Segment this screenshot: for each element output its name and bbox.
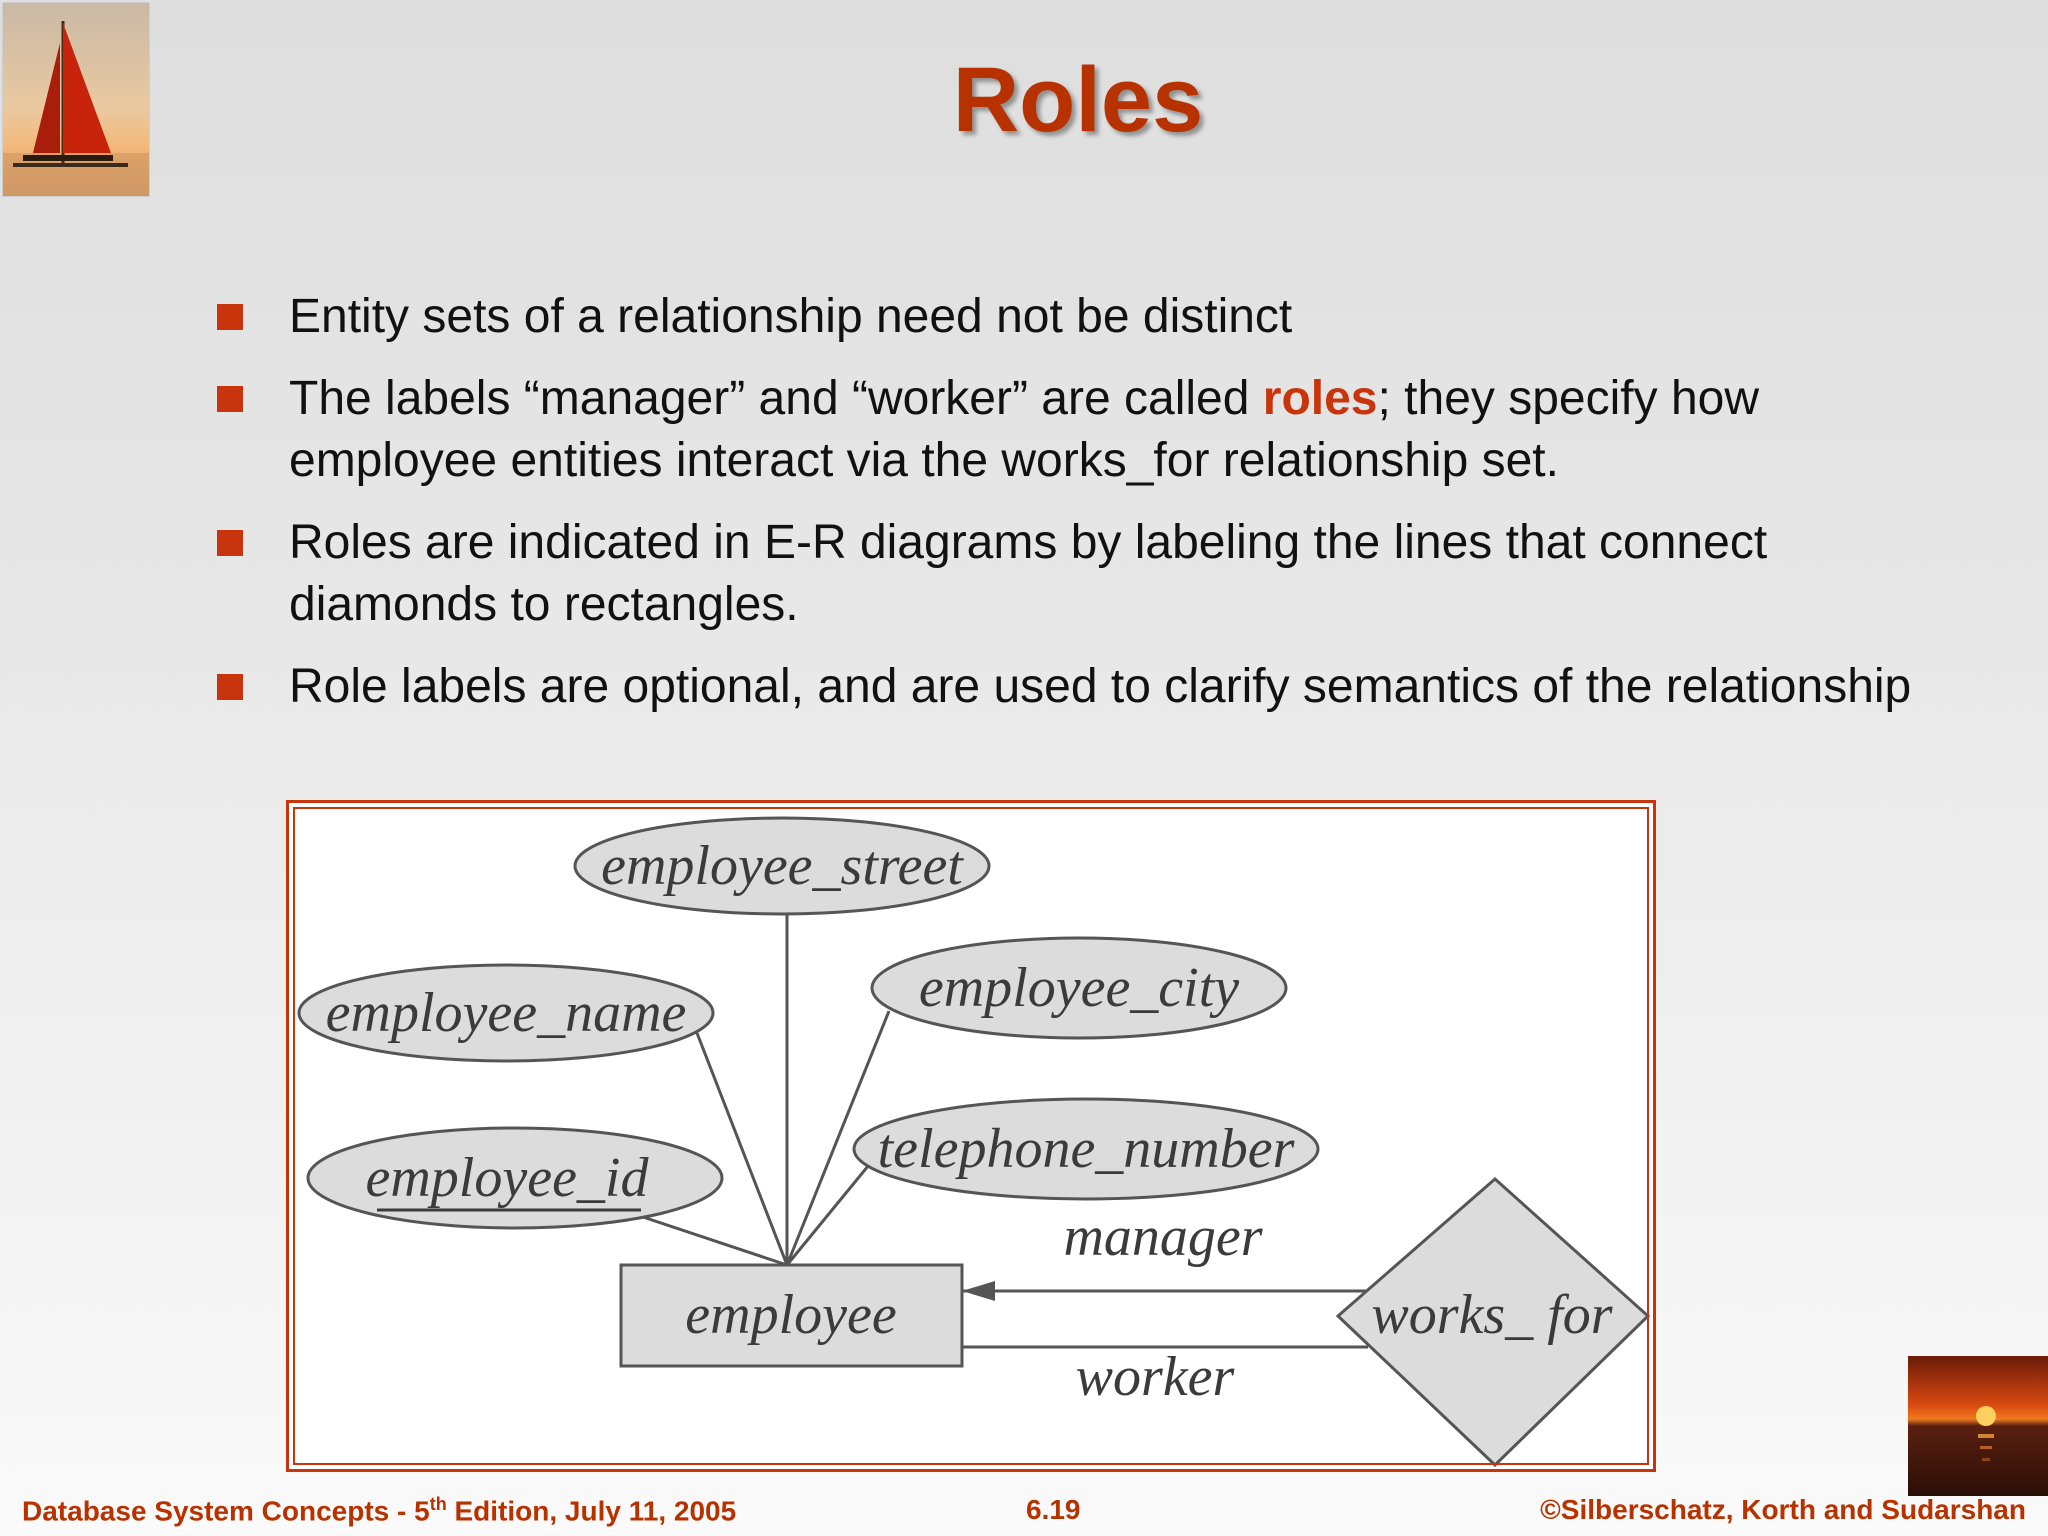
entity-employee: employee	[685, 1284, 896, 1346]
attribute-ellipse	[297, 963, 715, 1063]
er-diagram-figure: employee_street employee_name employee_c…	[286, 800, 1656, 1472]
footer-copyright: ©Silberschatz, Korth and Sudarshan	[1540, 1494, 2026, 1525]
bullet-item: Role labels are optional, and are used t…	[214, 656, 1914, 718]
connector-line	[785, 1010, 891, 1266]
bullet-text: ; they specify how employee entities int…	[289, 372, 1760, 487]
bullet-text: Role labels are optional, and are used t…	[289, 660, 1912, 713]
bullet-text: The labels “manager” and “worker” are ca…	[289, 372, 1263, 425]
connector-line	[636, 1213, 788, 1267]
entity-rectangle	[619, 1263, 964, 1368]
attr-employee-name: employee_name	[326, 982, 687, 1044]
bullet-list: Entity sets of a relationship need not b…	[214, 286, 1914, 738]
connector-line	[695, 1032, 789, 1266]
footer-course-title: Database System Concepts - 5th Edition, …	[22, 1494, 737, 1527]
bullet-text: Roles are indicated in E-R diagrams by l…	[289, 516, 1768, 631]
bullet-item: Entity sets of a relationship need not b…	[214, 286, 1914, 348]
square-bullet-icon	[217, 304, 243, 330]
attribute-ellipse	[852, 1097, 1320, 1201]
bullet-item: Roles are indicated in E-R diagrams by l…	[214, 512, 1914, 636]
sunset-image	[1908, 1356, 2048, 1496]
role-label-manager: manager	[1063, 1206, 1262, 1268]
bullet-text: Entity sets of a relationship need not b…	[289, 290, 1293, 343]
attr-employee-city: employee_city	[919, 957, 1239, 1019]
sailboat-logo	[2, 2, 150, 197]
square-bullet-icon	[217, 530, 243, 556]
attr-employee-street: employee_street	[601, 835, 964, 897]
square-bullet-icon	[217, 386, 243, 412]
footer-page-number: 6.19	[1026, 1494, 1081, 1525]
attribute-ellipse	[573, 816, 991, 916]
attribute-ellipse	[870, 936, 1288, 1040]
slide-title: Roles	[952, 49, 1204, 151]
square-bullet-icon	[217, 674, 243, 700]
highlighted-term: roles	[1262, 372, 1378, 425]
bullet-item: The labels “manager” and “worker” are ca…	[214, 368, 1914, 492]
attr-employee-id: employee_id	[366, 1147, 650, 1209]
attr-telephone-number: telephone_number	[878, 1118, 1295, 1180]
role-label-worker: worker	[1076, 1346, 1235, 1408]
arrow-head-icon	[962, 1281, 995, 1301]
relationship-diamond	[1335, 1176, 1651, 1468]
relationship-works-for: works_ for	[1371, 1284, 1612, 1346]
attribute-ellipse	[306, 1126, 724, 1230]
